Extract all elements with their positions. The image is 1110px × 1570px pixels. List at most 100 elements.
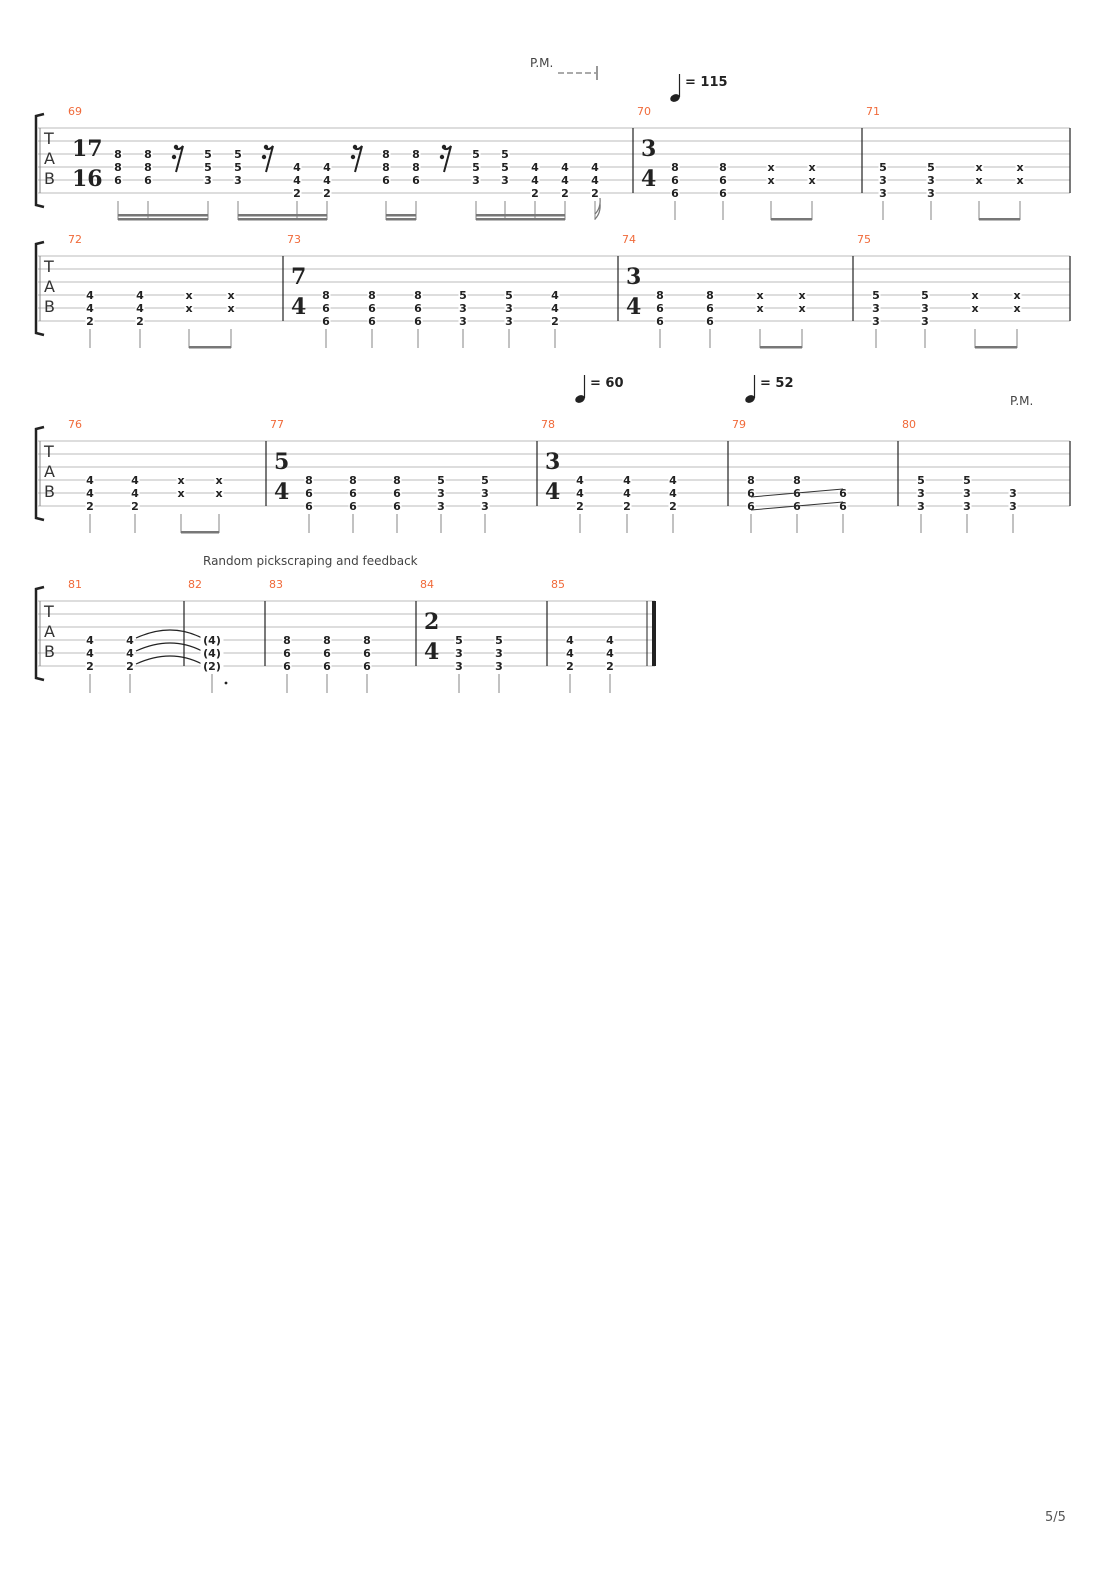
fret-number: 6: [323, 660, 331, 673]
time-signature-denominator: 4: [545, 479, 560, 505]
fret-number: 3: [455, 660, 463, 673]
fret-number: 5: [472, 161, 480, 174]
fret-bg: [926, 162, 936, 172]
time-signature-denominator: 4: [424, 639, 439, 665]
fret-number: 3: [459, 315, 467, 328]
note-beam: [771, 218, 812, 221]
fret-number: 4: [566, 647, 574, 660]
fret-number: 3: [495, 660, 503, 673]
fret-bg: [560, 162, 570, 172]
fret-number: x: [975, 161, 982, 174]
fret-bg: [560, 175, 570, 185]
time-signature-denominator: 4: [626, 294, 641, 320]
note-beam: [238, 218, 327, 221]
fret-bg: [920, 316, 930, 326]
fret-number: 6: [349, 500, 357, 513]
page-number: 5/5: [1045, 1510, 1066, 1525]
fret-number: 3: [481, 487, 489, 500]
system-bracket: [34, 112, 45, 209]
fret-bg: [718, 175, 728, 185]
quarter-note-icon: [670, 94, 680, 102]
time-signature-denominator: 4: [641, 166, 656, 192]
fret-bg: [392, 501, 402, 511]
fret-number: 5: [927, 161, 935, 174]
fret-number: 8: [793, 474, 801, 487]
fret-bg: [348, 475, 358, 485]
fret-number: x: [767, 174, 774, 187]
fret-number: 6: [793, 500, 801, 513]
fret-number: 6: [368, 302, 376, 315]
fret-bg: [565, 648, 575, 658]
time-signature-numerator: 17: [72, 136, 103, 162]
fret-number: 5: [455, 634, 463, 647]
fret-number: 3: [921, 302, 929, 315]
fret-bg: [411, 149, 421, 159]
fret-number: x: [808, 174, 815, 187]
fret-bg: [381, 175, 391, 185]
fret-bg: [362, 635, 372, 645]
fret-bg: [458, 316, 468, 326]
fret-bg: [962, 475, 972, 485]
fret-bg: [565, 635, 575, 645]
fret-bg: [504, 303, 514, 313]
fret-number: 4: [86, 289, 94, 302]
fret-bg: [530, 175, 540, 185]
fret-bg: [1015, 175, 1025, 185]
fret-number: 4: [86, 634, 94, 647]
fret-number: 3: [501, 174, 509, 187]
fret-number: 6: [114, 174, 122, 187]
fret-number: 5: [872, 289, 880, 302]
fret-bg: [322, 188, 332, 198]
fret-number: 8: [656, 289, 664, 302]
fret-number: 2: [531, 187, 539, 200]
tab-clef-letter: B: [44, 297, 55, 316]
fret-bg: [471, 162, 481, 172]
fret-number: 5: [234, 161, 242, 174]
fret-number: 3: [872, 302, 880, 315]
fret-number: 6: [368, 315, 376, 328]
rest-dot: [439, 154, 445, 160]
fret-number: 6: [305, 500, 313, 513]
fret-bg: [304, 488, 314, 498]
rest-stroke: [264, 145, 274, 173]
fret-bg: [504, 290, 514, 300]
fret-number: 6: [393, 487, 401, 500]
fret-bg: [176, 488, 186, 498]
fret-number: 2: [323, 187, 331, 200]
fret-number: 4: [86, 487, 94, 500]
quarter-note-icon: [745, 395, 755, 403]
fret-bg: [565, 661, 575, 671]
fret-number: 2: [561, 187, 569, 200]
fret-bg: [203, 162, 213, 172]
tab-clef-letter: B: [44, 482, 55, 501]
measure-number: 82: [188, 578, 202, 591]
fret-number: 2: [136, 315, 144, 328]
fret-number: 6: [412, 174, 420, 187]
fret-bg: [871, 303, 881, 313]
tab-clef-letter: T: [43, 602, 54, 621]
fret-number: x: [177, 487, 184, 500]
fret-number: 4: [131, 487, 139, 500]
fret-bg: [348, 501, 358, 511]
fret-bg: [85, 501, 95, 511]
time-signature-numerator: 7: [291, 264, 306, 290]
fret-number: 6: [393, 500, 401, 513]
fret-number: 3: [927, 187, 935, 200]
fret-bg: [176, 475, 186, 485]
fret-number: x: [767, 161, 774, 174]
fret-number: 5: [917, 474, 925, 487]
fret-bg: [494, 635, 504, 645]
fret-number: 5: [437, 474, 445, 487]
fret-bg: [413, 316, 423, 326]
fret-bg: [113, 149, 123, 159]
rest-dot: [261, 154, 267, 160]
fret-number: 3: [963, 487, 971, 500]
fret-bg: [362, 661, 372, 671]
tab-clef-letter: A: [44, 622, 55, 641]
fret-bg: [143, 175, 153, 185]
note-beam: [118, 218, 208, 221]
